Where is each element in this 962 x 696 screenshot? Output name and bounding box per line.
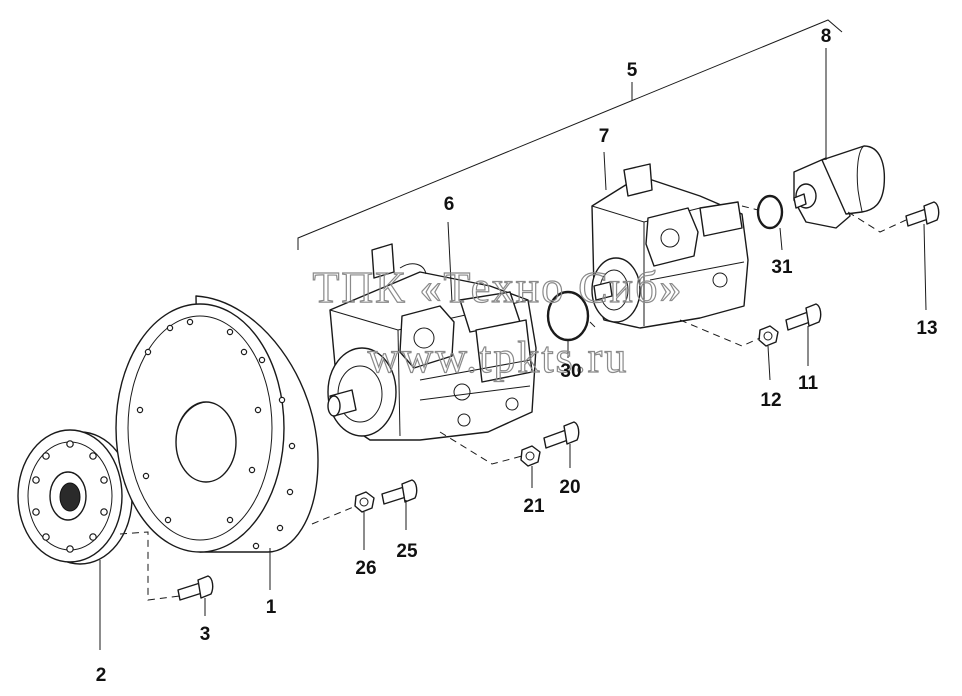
watermark-company: ТПК «Техно Сиб» bbox=[313, 263, 684, 312]
housing-rim-holes bbox=[186, 318, 296, 550]
main-pump-part-6 bbox=[327, 243, 537, 441]
callout-labels: 1 2 3 5 6 7 8 11 12 13 20 21 25 26 30 31 bbox=[96, 26, 938, 686]
bolt-part-20 bbox=[543, 421, 580, 449]
callout-3: 3 bbox=[200, 624, 211, 645]
callout-leaders bbox=[99, 48, 927, 650]
callout-31: 31 bbox=[771, 257, 793, 278]
nut-part-21 bbox=[520, 445, 541, 467]
callout-25: 25 bbox=[396, 541, 418, 562]
bolt-part-25 bbox=[381, 479, 418, 505]
callout-6: 6 bbox=[444, 194, 455, 215]
callout-30: 30 bbox=[560, 361, 581, 382]
bolt-part-3 bbox=[177, 575, 214, 601]
callout-26: 26 bbox=[355, 558, 376, 579]
callout-11: 11 bbox=[798, 373, 819, 394]
callout-12: 12 bbox=[760, 390, 781, 411]
callout-20: 20 bbox=[559, 477, 580, 498]
fastener-axis-lines bbox=[119, 205, 907, 601]
watermark-url: www.tpkts.ru bbox=[368, 333, 629, 382]
nut-part-26 bbox=[354, 491, 375, 513]
coupling-bolt-holes bbox=[32, 440, 108, 553]
callout-21: 21 bbox=[523, 496, 545, 517]
callout-1: 1 bbox=[266, 597, 277, 618]
nut-part-12 bbox=[758, 325, 779, 347]
coupling-plate-part-2 bbox=[17, 429, 133, 565]
secondary-pump-part-7 bbox=[591, 163, 749, 329]
callout-7: 7 bbox=[599, 126, 610, 147]
callout-2: 2 bbox=[96, 665, 107, 686]
watermark: ТПК «Техно Сиб» www.tpkts.ru bbox=[312, 262, 684, 382]
flywheel-housing-part-1 bbox=[115, 295, 319, 553]
bolt-part-11 bbox=[785, 303, 822, 331]
callout-5: 5 bbox=[627, 60, 638, 81]
housing-face-holes bbox=[136, 324, 262, 524]
gear-pump-part-8 bbox=[793, 145, 886, 229]
assembly-bracket-5 bbox=[297, 19, 843, 250]
o-ring-part-31 bbox=[756, 194, 784, 230]
bolt-part-13 bbox=[905, 201, 940, 227]
callout-8: 8 bbox=[821, 26, 832, 47]
callout-13: 13 bbox=[916, 318, 937, 339]
